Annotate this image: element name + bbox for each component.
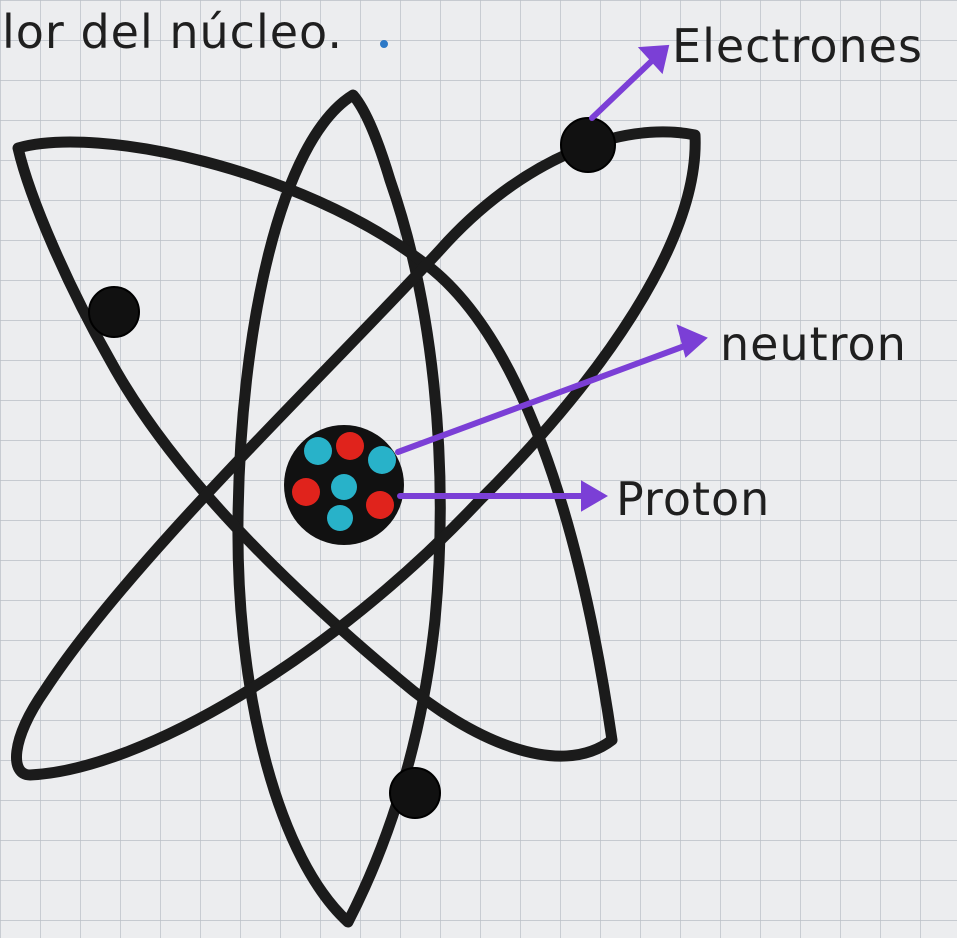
blue-dot-mark — [380, 40, 388, 48]
label-neutron: neutron — [720, 317, 907, 371]
label-proton: Proton — [616, 472, 770, 526]
electrons — [88, 117, 616, 819]
proton-particle — [336, 432, 364, 460]
proton-arrowhead-icon — [581, 480, 608, 512]
orbits — [11, 89, 701, 928]
nucleus — [284, 425, 404, 545]
header-text: lor del núcleo. — [2, 5, 343, 59]
neutron-particle — [327, 505, 353, 531]
label-electrons: Electrones — [672, 19, 923, 73]
neutron-particle — [304, 437, 332, 465]
electron-top-right — [560, 117, 616, 173]
electrons-arrowhead-icon — [637, 44, 670, 75]
orbit-diagonal-left — [12, 136, 618, 762]
electron-bottom — [389, 767, 441, 819]
proton-particle — [292, 478, 320, 506]
proton-particle — [366, 491, 394, 519]
label-arrows — [395, 44, 708, 512]
neutron-particle — [331, 474, 357, 500]
neutron-arrowhead-icon — [676, 324, 708, 358]
neutron-particle — [368, 446, 396, 474]
electrons-arrow-line — [589, 52, 661, 121]
orbit-diagonal-right — [11, 126, 701, 781]
neutron-arrow-line — [395, 341, 693, 455]
electron-left — [88, 286, 140, 338]
